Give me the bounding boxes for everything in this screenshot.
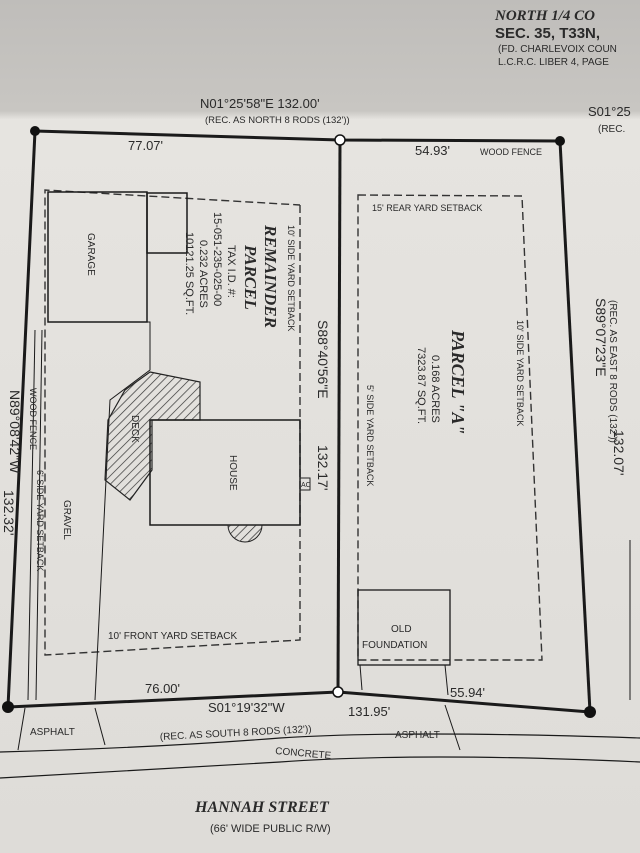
foundation-label: FOUNDATION	[362, 640, 427, 651]
north-right-segment: 54.93'	[415, 143, 450, 158]
remainder-parcel: AC REMAINDER PARCEL TAX I.D. #: 15-051-2…	[27, 189, 311, 701]
wood-fence-label: WOOD FENCE	[480, 147, 542, 157]
parcel-a-east-setback: 10' SIDE YARD SETBACK	[515, 320, 525, 426]
old-label: OLD	[391, 624, 412, 635]
iron-set-marker	[332, 686, 344, 698]
tax-id: 15-051-235-025-00	[211, 212, 223, 306]
north-left-segment: 77.07'	[128, 138, 163, 153]
parcel-a-west-setback: 5' SIDE YARD SETBACK	[365, 385, 375, 486]
remainder-sqft: 10121.25 SQ.FT.	[183, 232, 195, 315]
south-right-segment: 55.94'	[450, 685, 485, 700]
iron-found-marker	[584, 706, 596, 718]
remainder-title-2: PARCEL	[241, 244, 260, 310]
property-boundaries	[2, 126, 631, 718]
east-distance: 132.07'	[611, 430, 627, 476]
house-outline	[149, 419, 301, 526]
corner-title: NORTH 1/4 CO	[494, 8, 595, 24]
parcel-a: 15' REAR YARD SETBACK PARCEL "A" 0.168 A…	[357, 194, 543, 696]
corner-header: NORTH 1/4 CO SEC. 35, T33N, (FD. CHARLEV…	[494, 8, 617, 68]
parcel-a-title: PARCEL "A"	[448, 329, 468, 435]
garage-outline	[47, 191, 148, 323]
parcel-a-setback-line	[357, 194, 543, 661]
tax-label: TAX I.D. #:	[225, 245, 237, 298]
south-left-segment: 76.00'	[145, 681, 180, 696]
ac-unit	[299, 477, 311, 491]
west-boundary	[6, 130, 37, 708]
adjacent-record: (REC.	[598, 124, 625, 135]
north-bearing: N01°25'58"E 132.00'	[200, 96, 320, 111]
middle-distance: 132.17'	[315, 445, 331, 491]
middle-bearing: S88°40'56"E	[315, 320, 331, 399]
asphalt-right: ASPHALT	[395, 730, 440, 741]
west-bearing: N89°08'42"W	[7, 390, 23, 474]
street-area: ASPHALT ASPHALT CONCRETE HANNAH STREET (…	[0, 704, 640, 835]
ac-label: AC	[301, 482, 311, 489]
adjacent-bearing: S01°25	[588, 104, 631, 119]
fence-label: WOOD FENCE	[28, 388, 38, 450]
north-record: (REC. AS NORTH 8 RODS (132'))	[205, 115, 350, 126]
iron-found-marker	[2, 701, 14, 713]
remainder-side-setback: 10' SIDE YARD SETBACK	[286, 225, 296, 331]
liber-note: L.C.R.C. LIBER 4, PAGE	[498, 57, 609, 68]
middle-boundary	[336, 139, 342, 693]
concrete-label: CONCRETE	[275, 746, 332, 762]
remainder-title-1: REMAINDER	[261, 224, 280, 328]
deck-hatch	[104, 371, 201, 501]
west-setback: 6' SIDE YARD SETBACK	[35, 470, 45, 571]
old-foundation-outline	[357, 589, 451, 666]
garage-annex-outline	[146, 192, 188, 254]
gravel-label: GRAVEL	[61, 500, 72, 540]
west-distance: 132.32'	[1, 490, 17, 536]
south-bearing: S01°19'32"W	[208, 700, 285, 715]
iron-set-marker	[334, 134, 346, 146]
deck-label: DECK	[129, 415, 140, 443]
parcel-a-acres: 0.168 ACRES	[429, 355, 441, 423]
house-label: HOUSE	[227, 455, 238, 491]
east-boundary	[558, 140, 592, 713]
south-distance: 131.95'	[348, 704, 390, 719]
remainder-acres: 0.232 ACRES	[197, 240, 209, 308]
front-setback: 10' FRONT YARD SETBACK	[108, 631, 237, 642]
section-label: SEC. 35, T33N,	[495, 25, 600, 42]
street-name: HANNAH STREET	[194, 799, 330, 816]
iron-found-marker	[555, 136, 565, 146]
parcel-a-sqft: 7323.87 SQ.FT.	[415, 347, 427, 424]
asphalt-left: ASPHALT	[30, 727, 75, 738]
east-record: (REC. AS EAST 8 RODS (132'))	[607, 300, 618, 443]
porch-hatch	[227, 524, 263, 543]
iron-found-marker	[30, 126, 40, 136]
east-bearing: S89°07'23"E	[593, 298, 609, 377]
found-note: (FD. CHARLEVOIX COUN	[498, 44, 617, 55]
street-row: (66' WIDE PUBLIC R/W)	[210, 823, 331, 835]
garage-label: GARAGE	[85, 233, 96, 276]
rear-setback: 15' REAR YARD SETBACK	[372, 203, 482, 213]
